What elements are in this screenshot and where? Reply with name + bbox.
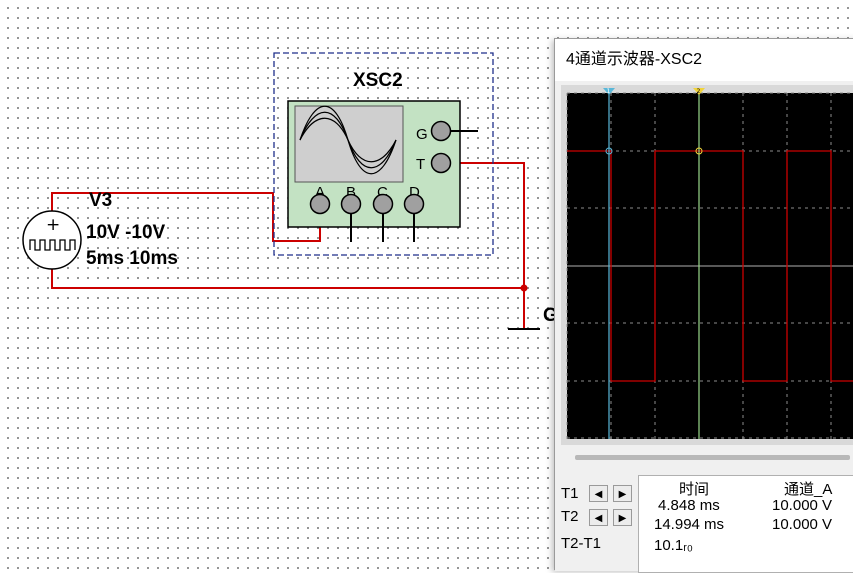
plus-sign-icon: + [46,215,60,235]
wire-trigger-to-ground[interactable] [452,162,525,328]
terminal-t[interactable] [430,152,452,174]
wire-junction [520,284,528,292]
square-wave-icon [29,239,76,251]
terminal-g[interactable] [430,120,452,142]
cursor-t1-marker: 1 [607,88,611,95]
t1-channel-a-value: 10.000 V [772,497,833,514]
t2-label: T2 [561,508,579,525]
instrument-name: XSC2 [353,70,403,91]
diff-time-value: 10.1ᵣ₀ [654,537,694,554]
terminal-b[interactable] [340,193,362,215]
col-header-channel-a: 通道_A [784,481,833,498]
time-scrollbar[interactable] [575,455,850,460]
channel-a-trace [567,150,853,382]
t1-time-value: 4.848 ms [658,497,720,514]
instrument-selection-box [273,52,494,256]
wire-source-to-channel-a[interactable] [51,192,321,242]
cursor-t2-intersection [695,147,703,155]
cursor-t1-handle-icon[interactable] [603,88,615,95]
source-values-timing: 5ms 10ms [86,248,178,269]
t2-channel-a-value: 10.000 V [772,516,833,533]
t1-label: T1 [561,485,579,502]
col-header-time: 时间 [679,481,710,498]
terminal-c[interactable] [372,193,394,215]
terminal-t-label: T [416,156,425,173]
diff-label: T2-T1 [561,535,602,552]
window-title: 4通道示波器-XSC2 [555,39,853,81]
terminal-c-label: C [377,184,388,201]
t2-time-value: 14.994 ms [654,516,725,533]
source-values-amplitude: 10V -10V [86,222,166,243]
schematic-canvas[interactable]: G + V3 10V -10V 5ms 10ms XSC2 G T A B C … [0,0,853,559]
oscilloscope-window[interactable]: 4通道示波器-XSC2 [554,38,853,573]
cursor-readout-panel: T1 ◀ ▶ T2 ◀ ▶ T2-T1 时间 通道_A 4.848 ms 10.… [555,471,853,573]
sine-wave-icon [299,105,397,175]
t2-left-arrow-button[interactable]: ◀ [589,509,608,526]
scope-screen-frame: 1 2 [561,85,853,445]
readout-table: 时间 通道_A 4.848 ms 10.000 V 14.994 ms 10.0… [638,475,853,573]
terminal-b-label: B [346,184,356,201]
scope-screen[interactable]: 1 2 [561,85,853,445]
cursor-t1-intersection [605,147,613,155]
terminal-g-label: G [416,126,428,143]
t1-left-arrow-button[interactable]: ◀ [589,485,608,502]
t2-right-arrow-button[interactable]: ▶ [613,509,632,526]
terminal-a-label: A [315,184,325,201]
cursor-t2-marker: 2 [697,88,701,95]
source-name: V3 [89,190,112,211]
wire-source-ground[interactable] [51,268,524,289]
terminal-d[interactable] [403,193,425,215]
t1-right-arrow-button[interactable]: ▶ [613,485,632,502]
cursor-t2-handle-icon[interactable] [693,88,705,95]
voltage-source-v3[interactable]: + [22,210,82,270]
terminal-d-label: D [409,184,420,201]
terminal-a[interactable] [309,193,331,215]
